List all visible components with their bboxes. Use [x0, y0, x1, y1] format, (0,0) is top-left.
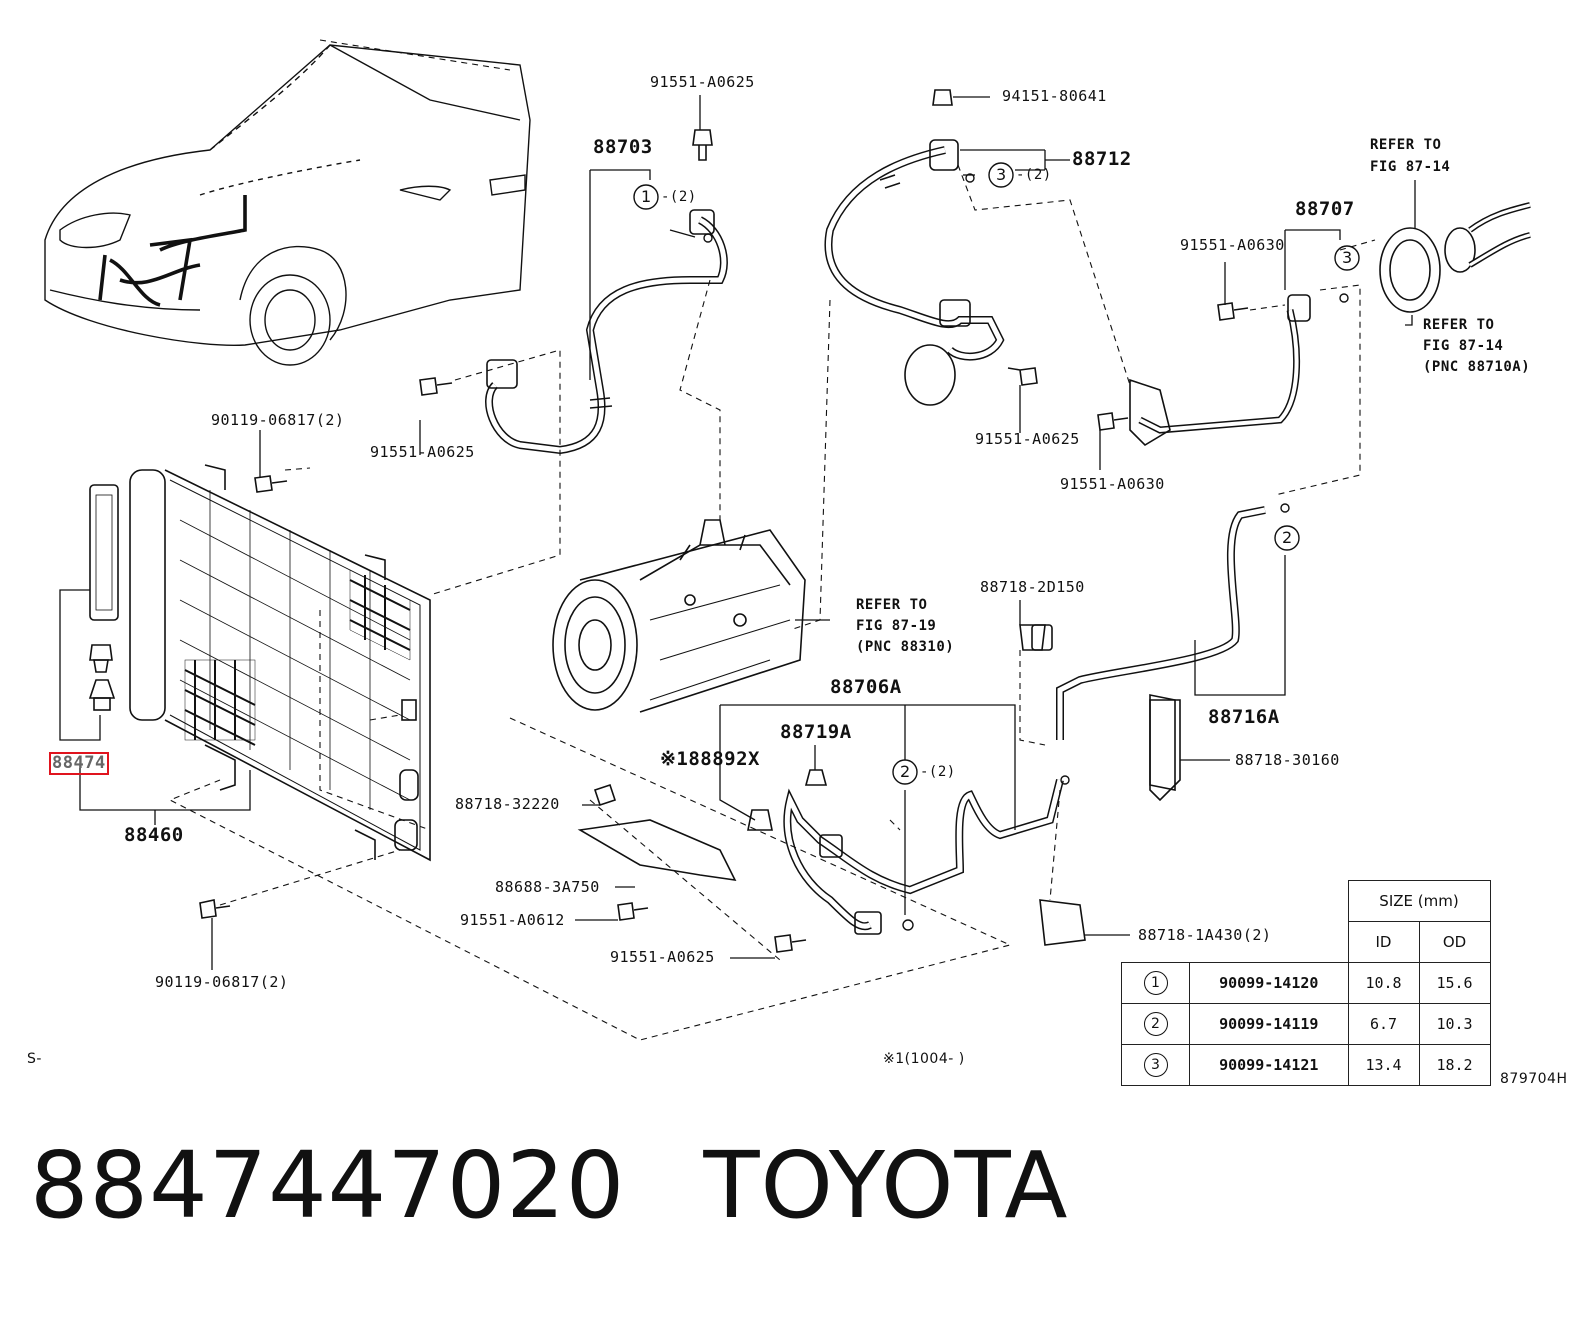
row-od: 15.6	[1418, 962, 1491, 1004]
figure-code: 879704H	[1500, 1071, 1568, 1087]
size-table: SIZE (mm) ID OD 1 90099-14120 10.8 15.6 …	[1121, 880, 1491, 1086]
part-88719A[interactable]: 88719A	[780, 721, 852, 743]
bolts	[199, 89, 1249, 953]
part-88892X[interactable]: ※188892X	[660, 748, 760, 770]
part-91551-A0630-b[interactable]: 91551-A0630	[1060, 475, 1165, 493]
row-od: 10.3	[1418, 1003, 1491, 1045]
s-mark: S-	[27, 1051, 42, 1067]
part-88712[interactable]: 88712	[1072, 148, 1132, 170]
tube-88706A	[783, 779, 1064, 935]
refer-fig-87-19-2: FIG 87-19	[856, 618, 937, 634]
circle-3-label-b: 3	[1342, 248, 1353, 267]
part-88474-highlighted[interactable]: 88474	[49, 752, 109, 775]
row-number: 1	[1143, 971, 1168, 995]
part-90119-06817-bot[interactable]: 90119-06817(2)	[155, 973, 289, 991]
clutch-connector	[1379, 202, 1531, 313]
caption-part-number: 8847447020	[30, 1132, 626, 1239]
footnote: ※1(1004- )	[883, 1051, 965, 1067]
refer-fig-87-19: REFER TO	[856, 597, 928, 613]
callout-circles	[633, 162, 1360, 931]
circle-2-label-b: 2	[900, 762, 911, 781]
part-88688-3A750[interactable]: 88688-3A750	[495, 878, 600, 896]
part-88718-32220[interactable]: 88718-32220	[455, 795, 560, 813]
part-88718-1A430[interactable]: 88718-1A430(2)	[1138, 926, 1272, 944]
row-id: 10.8	[1347, 962, 1420, 1004]
circle-1-label: 1	[641, 187, 652, 206]
part-91551-A0625-mid[interactable]: 91551-A0625	[975, 430, 1080, 448]
refer-fig-87-14-a2: FIG 87-14	[1370, 159, 1451, 175]
receiver-parts	[59, 484, 119, 741]
row-number: 3	[1143, 1053, 1168, 1077]
circle-2-label: 2	[1282, 528, 1293, 547]
row-part[interactable]: 90099-14120	[1189, 962, 1349, 1004]
qty-label-2: -(2)	[920, 764, 956, 780]
condenser	[129, 464, 431, 862]
size-table-subheader-row: ID OD	[1122, 921, 1491, 963]
size-col-id: ID	[1347, 921, 1420, 963]
refer-fig-87-14-b2: FIG 87-14	[1423, 338, 1504, 354]
caption-brand: TOYOTA	[703, 1132, 1069, 1239]
size-row-1: 1 90099-14120 10.8 15.6	[1121, 962, 1491, 1004]
part-88707[interactable]: 88707	[1295, 198, 1355, 220]
car-illustration	[44, 44, 531, 366]
size-row-3: 3 90099-14121 13.4 18.2	[1121, 1044, 1491, 1086]
qty-label-3: -(2)	[1016, 167, 1052, 183]
size-header: SIZE (mm)	[1347, 880, 1491, 922]
leader-lines	[154, 95, 1416, 970]
size-row-2: 2 90099-14119 6.7 10.3	[1121, 1003, 1491, 1045]
row-od: 18.2	[1418, 1044, 1491, 1086]
part-91551-A0625-left[interactable]: 91551-A0625	[370, 443, 475, 461]
small-parts	[577, 694, 1176, 946]
part-88716A[interactable]: 88716A	[1208, 706, 1280, 728]
part-90119-06817-top[interactable]: 90119-06817(2)	[211, 411, 345, 429]
part-94151-80641[interactable]: 94151-80641	[1002, 87, 1107, 105]
part-88703[interactable]: 88703	[593, 136, 653, 158]
refer-fig-87-14-b3: (PNC 88710A)	[1423, 359, 1531, 375]
part-91551-A0625-bot[interactable]: 91551-A0625	[610, 948, 715, 966]
size-table-header-row: SIZE (mm)	[1122, 880, 1491, 922]
qty-label-1: -(2)	[661, 189, 697, 205]
row-id: 13.4	[1347, 1044, 1420, 1086]
part-91551-A0625-top[interactable]: 91551-A0625	[650, 73, 755, 91]
leader-88460	[79, 765, 251, 811]
tube-88716A	[1031, 506, 1266, 802]
refer-fig-87-14-b: REFER TO	[1423, 317, 1495, 333]
refer-fig-87-14-a: REFER TO	[1370, 137, 1442, 153]
compressor	[552, 519, 806, 713]
row-number: 2	[1143, 1012, 1168, 1036]
row-part[interactable]: 90099-14121	[1189, 1044, 1349, 1086]
part-88718-2D150[interactable]: 88718-2D150	[980, 578, 1085, 596]
dashed-guides	[168, 39, 1376, 1041]
circle-3-label: 3	[996, 165, 1007, 184]
part-91551-A0612[interactable]: 91551-A0612	[460, 911, 565, 929]
parts-diagram	[44, 39, 1531, 1041]
part-88706A[interactable]: 88706A	[830, 676, 902, 698]
hose-88707	[1129, 294, 1311, 447]
row-id: 6.7	[1347, 1003, 1420, 1045]
part-88718-30160[interactable]: 88718-30160	[1235, 751, 1340, 769]
row-part[interactable]: 90099-14119	[1189, 1003, 1349, 1045]
part-88460[interactable]: 88460	[124, 824, 184, 846]
part-91551-A0630-a[interactable]: 91551-A0630	[1180, 236, 1285, 254]
size-col-od: OD	[1418, 921, 1491, 963]
hose-88712	[824, 139, 1005, 406]
refer-fig-87-19-3: (PNC 88310)	[856, 639, 955, 655]
